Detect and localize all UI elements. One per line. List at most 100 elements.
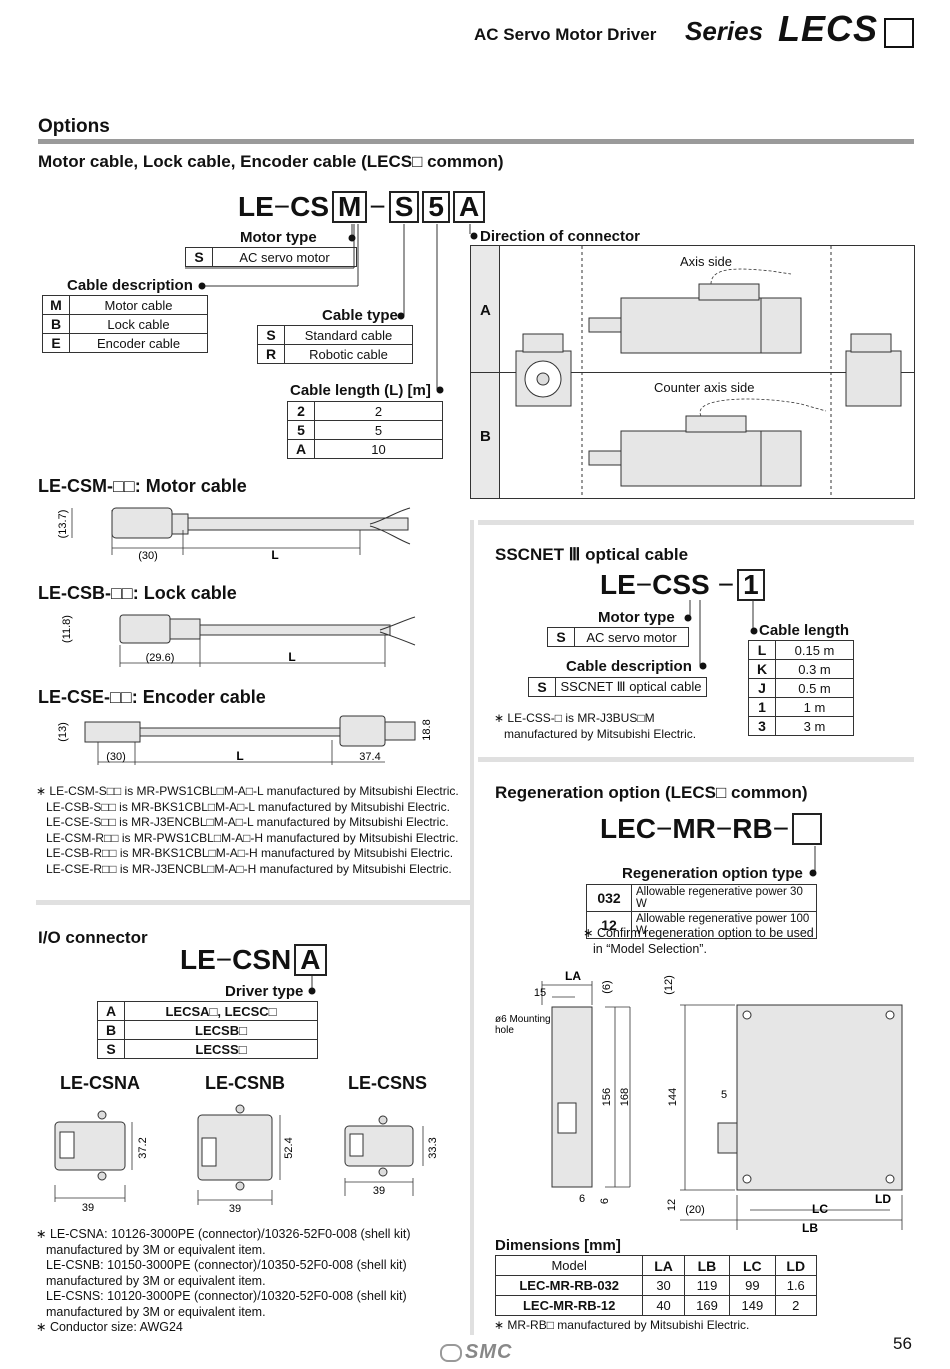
code-box-2: S <box>388 191 420 223</box>
note-line: LE-CSNB: 10150-3000PE (connector)/10350-… <box>46 1258 407 1272</box>
note-line: ∗ LE-CSNA: 10126-3000PE (connector)/1032… <box>36 1227 411 1241</box>
row-value: SSCNET Ⅲ optical cable <box>555 677 707 697</box>
dim-12a: (12) <box>663 975 675 995</box>
row-key: A <box>97 1001 125 1021</box>
col-header: LD <box>774 1255 818 1276</box>
row-key: S <box>97 1039 125 1059</box>
note-line: ∗ LE-CSS-□ is MR-J3BUS□M <box>494 711 655 725</box>
note-line: LE-CSNS: 10120-3000PE (connector)/10320-… <box>46 1289 407 1303</box>
code-dash-2: − <box>369 191 386 222</box>
cse-dim-37: 37.4 <box>359 751 380 763</box>
cable-length-label: Cable length (L) [m] <box>290 382 431 399</box>
code-mid: CS <box>290 191 330 222</box>
io-connector-drawings: 39 37.2 39 52.4 39 33.3 <box>54 1104 439 1215</box>
code-prefix: LEC <box>600 813 656 844</box>
regen-footnote: ∗ MR-RB□ manufactured by Mitsubishi Elec… <box>494 1318 750 1332</box>
cable-type-label: Cable type <box>322 307 398 324</box>
csb-title: LE-CSB-□□: Lock cable <box>38 583 237 603</box>
code-box: A <box>294 944 327 976</box>
dim-15: 15 <box>534 987 546 999</box>
divider-left <box>470 520 474 1335</box>
header-model: LECS <box>778 8 879 49</box>
csna-title: LE-CSNA <box>60 1073 140 1093</box>
row-value: 0.15 m <box>775 640 854 660</box>
row-value: Standard cable <box>284 325 413 345</box>
csm-dim-L: L <box>271 548 278 562</box>
logo-text: SMC <box>465 1341 513 1363</box>
cell: 169 <box>683 1295 731 1316</box>
page-header: AC Servo Motor Driver Series LECS <box>470 8 930 50</box>
cse-dim-18: 18.8 <box>421 719 433 740</box>
csm-drawing: (30) L (13.7) <box>57 507 411 562</box>
csm-dim-13: (13.7) <box>57 510 69 539</box>
dim-hole-1: ø6 Mounting <box>495 1014 551 1025</box>
cell: 1.6 <box>774 1275 818 1296</box>
sscnet-cable-length-label: Cable length <box>759 622 850 639</box>
row-value: Motor cable <box>69 295 208 315</box>
note-line: ∗ Confirm regeneration option to be used <box>583 926 814 940</box>
regen-dimension-drawing: LA 15 (6) ø6 Mounting hole 156 168 6 6 (… <box>495 969 903 1235</box>
row-value: LECSA□, LECSC□ <box>124 1001 318 1021</box>
dims-table: Model LA LB LC LD LEC-MR-RB-032 30 119 9… <box>494 1255 818 1316</box>
cse-title: LE-CSE-□□: Encoder cable <box>38 687 266 707</box>
cse-dim-13: (13) <box>57 722 69 742</box>
dim-la: LA <box>565 969 581 983</box>
cell: 30 <box>642 1275 685 1296</box>
csna-width: 39 <box>82 1202 94 1214</box>
dim-156: 156 <box>601 1088 613 1106</box>
row-value: Encoder cable <box>69 333 208 353</box>
code-dash-2: − <box>717 569 735 600</box>
note-line: manufactured by 3M or equivalent item. <box>46 1304 266 1319</box>
code-prefix: LE <box>180 944 216 975</box>
csb-drawing: (29.6) L (11.8) <box>61 614 416 667</box>
cse-dim-L: L <box>236 749 243 763</box>
row-value: Allowable regenerative power 100 W <box>631 911 817 939</box>
divider-sscnet-top <box>478 520 914 525</box>
csns-width: 39 <box>373 1185 385 1197</box>
smc-logo: SMC <box>440 1341 512 1364</box>
sscnet-cable-desc-label: Cable description <box>566 658 692 675</box>
dim-hole-2: hole <box>495 1025 514 1036</box>
row-value: 3 m <box>775 716 854 736</box>
dim-144: 144 <box>667 1088 679 1106</box>
col-header: LB <box>683 1255 731 1276</box>
header-box-icon <box>884 18 914 48</box>
note-line: manufactured by 3M or equivalent item. <box>46 1273 266 1288</box>
csb-dim-L: L <box>288 650 295 664</box>
io-leader-lines <box>308 976 316 995</box>
dim-5: 5 <box>721 1089 727 1101</box>
options-rule <box>38 139 914 144</box>
row-value: LECSB□ <box>124 1020 318 1040</box>
dir-divider <box>471 372 914 373</box>
code-dash-3: − <box>772 813 790 844</box>
regen-heading: Regeneration option (LECS□ common) <box>495 783 808 802</box>
code-empty-box <box>792 813 823 845</box>
table-row: LEC-MR-RB-032 30 119 99 1.6 <box>494 1275 818 1296</box>
dim-12b: 12 <box>666 1199 678 1211</box>
header-series: Series <box>685 16 764 46</box>
header-title-small: AC Servo Motor Driver <box>474 25 657 44</box>
note-line: manufactured by Mitsubishi Electric. <box>504 726 697 741</box>
le-css-code: LE−CSS−1 <box>600 569 765 601</box>
csb-dim-11: (11.8) <box>61 615 73 643</box>
dims-title: Dimensions [mm] <box>495 1237 621 1254</box>
cell: 99 <box>729 1275 776 1296</box>
dim-ld: LD <box>875 1192 891 1206</box>
code-mid: CSS <box>652 569 710 600</box>
code-dash: − <box>656 813 673 844</box>
csb-dim-29: (29.6) <box>146 652 175 664</box>
code-prefix: LE <box>600 569 636 600</box>
